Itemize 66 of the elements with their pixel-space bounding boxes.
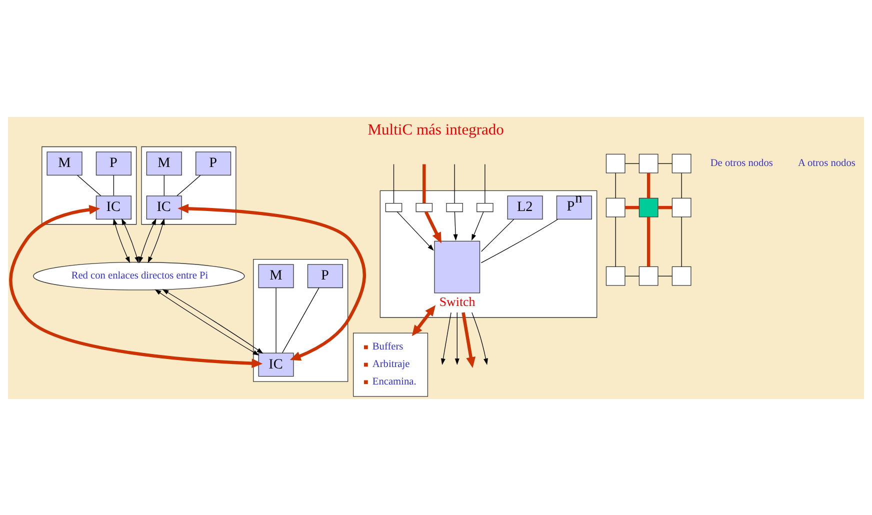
node-box: M bbox=[258, 264, 294, 288]
connector bbox=[282, 287, 320, 353]
node-box: Buffers Arbitraje Encamina. bbox=[353, 332, 428, 396]
connector bbox=[646, 172, 650, 198]
diagram-title: MultiC más integrado bbox=[368, 121, 504, 138]
label: A otros nodos bbox=[798, 158, 856, 169]
arrow bbox=[122, 218, 139, 263]
arrow bbox=[178, 203, 366, 360]
node-box bbox=[606, 197, 626, 217]
arrow bbox=[440, 312, 452, 364]
arrow bbox=[148, 218, 165, 263]
connector bbox=[658, 162, 672, 164]
node-box: IC bbox=[96, 195, 132, 220]
connector bbox=[625, 205, 640, 209]
node-box: P bbox=[196, 151, 232, 176]
label: De otros nodos bbox=[710, 158, 773, 169]
arrow bbox=[424, 210, 442, 243]
node-box bbox=[638, 197, 658, 217]
connector bbox=[393, 163, 394, 203]
arrow bbox=[453, 211, 458, 240]
connector bbox=[646, 216, 650, 266]
connector bbox=[615, 172, 616, 198]
arrow bbox=[396, 211, 434, 250]
connector bbox=[624, 275, 640, 276]
connector bbox=[77, 174, 102, 196]
arrow bbox=[472, 211, 484, 240]
node-box: P bbox=[307, 264, 343, 288]
node-label: Switch bbox=[439, 293, 476, 308]
arrow bbox=[472, 312, 488, 364]
connector bbox=[681, 216, 682, 266]
node-box bbox=[672, 266, 692, 286]
connector bbox=[422, 164, 426, 203]
arrow bbox=[412, 304, 436, 336]
node-box: IC bbox=[146, 195, 182, 220]
node-box bbox=[416, 202, 433, 212]
node-box bbox=[606, 266, 626, 286]
connector bbox=[658, 275, 672, 276]
connector bbox=[454, 163, 455, 203]
arrow bbox=[462, 312, 476, 368]
node-box bbox=[638, 153, 658, 173]
connector bbox=[681, 172, 682, 198]
connector bbox=[624, 162, 640, 164]
node-box bbox=[672, 197, 692, 217]
connector bbox=[176, 174, 201, 196]
node-box bbox=[672, 153, 692, 173]
connector bbox=[113, 174, 114, 196]
connector bbox=[615, 216, 616, 266]
node-box: IC bbox=[258, 352, 294, 376]
node-box: P bbox=[96, 151, 132, 176]
node-box bbox=[476, 202, 494, 212]
connector bbox=[658, 205, 672, 209]
connector bbox=[481, 218, 514, 252]
arrow bbox=[454, 312, 460, 364]
arrow bbox=[138, 218, 156, 263]
node-ellipse: Red con enlaces directos entre Pi bbox=[33, 261, 245, 290]
node-box: M bbox=[146, 151, 182, 176]
node-box bbox=[446, 202, 463, 212]
arrow bbox=[9, 204, 263, 368]
node-box: L2 bbox=[507, 195, 543, 220]
node-box bbox=[606, 153, 626, 173]
node-box: M bbox=[46, 151, 82, 176]
arrow bbox=[113, 218, 130, 263]
connector bbox=[484, 163, 486, 203]
node-box bbox=[385, 202, 402, 212]
node-box bbox=[638, 266, 658, 286]
connector bbox=[480, 218, 558, 263]
